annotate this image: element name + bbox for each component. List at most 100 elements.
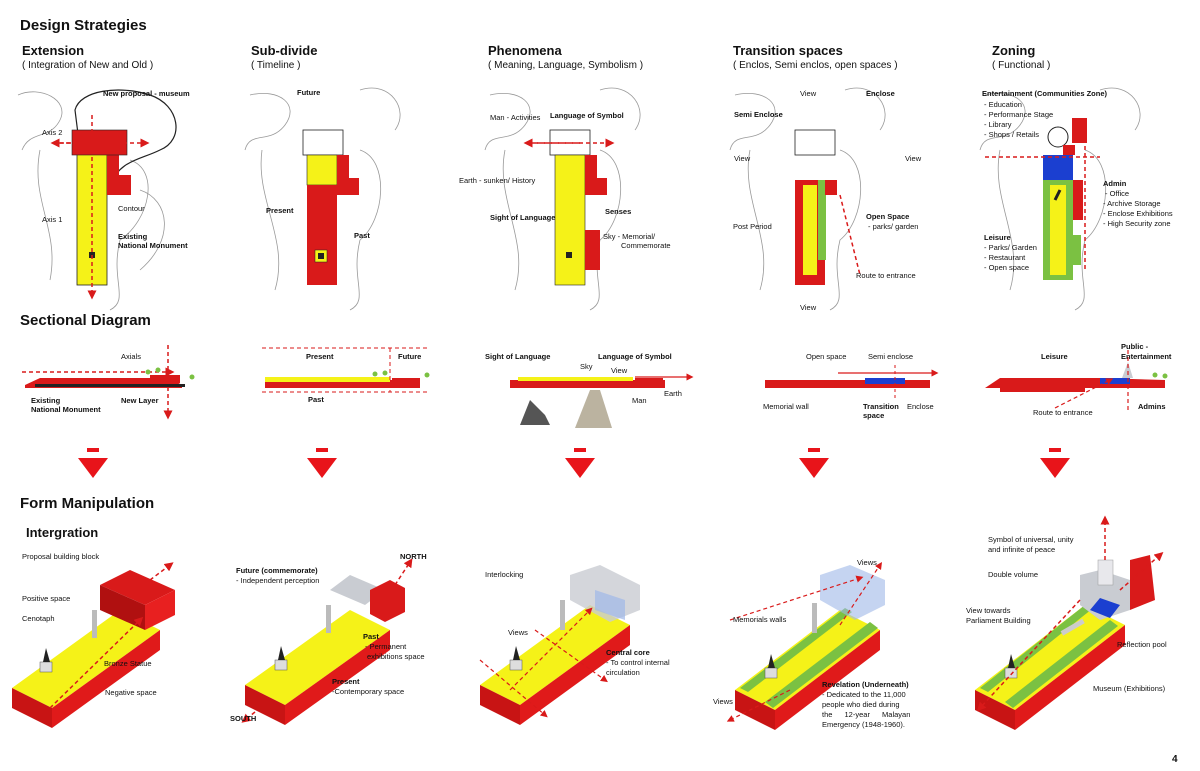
label-sight: Sight of Language (490, 213, 556, 222)
label-ent-item: - Performance Stage (984, 110, 1054, 119)
column-subtitle-zoning: ( Functional ) (992, 60, 1051, 71)
label-section-semi-enclose: Semi enclose (868, 352, 914, 361)
label-axis2: Axis 2 (42, 128, 63, 137)
label-section-existing: Existing (31, 396, 61, 405)
label-proposal-block: Proposal building block (22, 552, 100, 561)
label-sky: Sky - Memorial/ (603, 232, 656, 241)
column-subtitle-extension: ( Integration of New and Old ) (22, 60, 154, 71)
label-reflection-pool: Reflection pool (1117, 640, 1167, 649)
label-future: Future (297, 88, 321, 97)
column-title-transition: Transition spaces (733, 43, 843, 58)
label-entertainment-section: Entertainment (1121, 352, 1172, 361)
label-interlocking: Interlocking (485, 570, 524, 579)
label-ent-item: - Shops / Retails (984, 130, 1040, 139)
label-section-view: View (611, 366, 628, 375)
label-contour: Contour (118, 204, 145, 213)
label-transition-space: space (863, 411, 885, 420)
label-contemporary: -Contemporary space (332, 687, 405, 696)
label-section-language: Language of Symbol (598, 352, 672, 361)
label-memorials-walls: Memorials walls (733, 615, 787, 624)
label-national-monument: National Monument (118, 241, 188, 250)
label-view-left: View (734, 154, 751, 163)
label-form-present: Present (332, 677, 360, 686)
label-control-internal: - To control internal (606, 658, 670, 667)
label-cenotaph: Cenotaph (22, 614, 55, 623)
label-revelation: Revelation (Underneath) (822, 680, 909, 689)
label-section-earth: Earth (664, 389, 682, 398)
label-permanent: - Permanent (365, 642, 407, 651)
label-view-right: View (905, 154, 922, 163)
label-new-proposal: New proposal - museum (103, 89, 190, 98)
column-title-extension: Extension (22, 43, 85, 58)
column-title-phenomena: Phenomena (488, 43, 562, 58)
label-senses: Senses (605, 207, 632, 216)
label-admin-item: - Office (1105, 189, 1130, 198)
label-section-leisure: Leisure (1041, 352, 1068, 361)
label-admin-item: - Enclose Exhibitions (1103, 209, 1173, 218)
label-rev-3: the 12-year Malayan (822, 710, 911, 719)
label-language-of-symbol: Language of Symbol (550, 111, 624, 120)
label-section-future: Future (398, 352, 422, 361)
label-bronze-statue: Bronze Statue (104, 659, 152, 668)
label-form-past: Past (363, 632, 379, 641)
label-admin-item: - High Security zone (1103, 219, 1171, 228)
label-view-bottom: View (800, 303, 817, 312)
label-section-present: Present (306, 352, 334, 361)
label-views-top: Views (857, 558, 877, 567)
label-section-past: Past (308, 395, 324, 404)
label-symbol: Symbol of universal, unity (988, 535, 1074, 544)
column-subtitle-transition: ( Enclos, Semi enclos, open spaces ) (733, 60, 898, 71)
design-strategies-heading: Design Strategies (20, 17, 147, 34)
label-man-activities: Man - Activities (490, 113, 541, 122)
column-title-subdivide: Sub-divide (251, 43, 318, 58)
label-enclose: Enclose (866, 89, 895, 98)
column-subtitle-phenomena: ( Meaning, Language, Symbolism ) (488, 60, 644, 71)
label-museum: Museum (Exhibitions) (1093, 684, 1166, 693)
label-independent: - Independent perception (236, 576, 320, 585)
label-public: Public - (1121, 342, 1149, 351)
label-ent-item: - Library (984, 120, 1012, 129)
column-subtitle-subdivide: ( Timeline ) (251, 60, 301, 71)
label-form-views: Views (508, 628, 528, 637)
sectional-diagram-heading: Sectional Diagram (20, 312, 151, 329)
label-leisure-item: - Parks/ Garden (984, 243, 1037, 252)
label-view-towards: View towards (966, 606, 1011, 615)
label-section-man: Man (632, 396, 647, 405)
label-south: SOUTH (230, 714, 257, 723)
label-section-enclose: Enclose (907, 402, 934, 411)
label-form-future: Future (commemorate) (236, 566, 318, 575)
label-axials: Axials (121, 352, 142, 361)
label-north: NORTH (400, 552, 427, 561)
page-number: 4 (1172, 754, 1178, 765)
label-rev-2: people who died during (822, 700, 900, 709)
label-peace: and infinite of peace (988, 545, 1056, 554)
label-section-route: Route to entrance (1033, 408, 1093, 417)
label-semi-enclose: Semi Enclose (734, 110, 783, 119)
label-past: Past (354, 231, 370, 240)
label-parliament: Parliament Building (966, 616, 1031, 625)
label-admin-item: - Archive Storage (1103, 199, 1161, 208)
label-double-volume: Double volume (988, 570, 1039, 579)
label-negative-space: Negative space (105, 688, 157, 697)
label-earth: Earth - sunken/ History (459, 176, 536, 185)
label-axis1: Axis 1 (42, 215, 63, 224)
label-view-top: View (800, 89, 817, 98)
column-title-zoning: Zoning (992, 43, 1036, 58)
label-views-bottom: Views (713, 697, 733, 706)
label-new-layer: New Layer (121, 396, 159, 405)
label-route: Route to entrance (856, 271, 916, 280)
label-admin: Admin (1103, 179, 1127, 188)
label-section-open-space: Open space (806, 352, 847, 361)
label-commemorate: Commemorate (621, 241, 671, 250)
label-leisure: Leisure (984, 233, 1011, 242)
label-transition: Transition (863, 402, 899, 411)
form-manipulation-heading: Form Manipulation (20, 495, 155, 512)
label-present: Present (266, 206, 294, 215)
intergration-heading: Intergration (26, 525, 99, 540)
label-ent-item: - Education (984, 100, 1022, 109)
label-rev-4: Emergency (1948-1960). (822, 720, 905, 729)
label-positive-space: Positive space (22, 594, 71, 603)
label-existing: Existing (118, 232, 148, 241)
label-circulation: circulation (606, 668, 640, 677)
